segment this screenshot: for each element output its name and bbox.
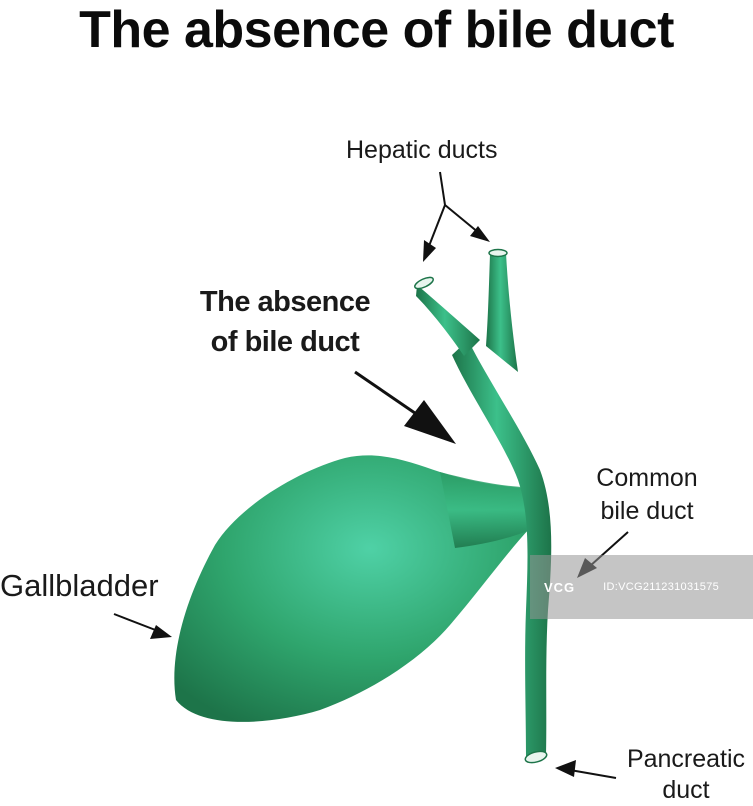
common-bile-duct-label: Common bile duct	[582, 462, 712, 528]
cystic-neck-shape	[440, 472, 530, 548]
gallbladder-shape	[174, 455, 530, 722]
hepatic-ducts-label: Hepatic ducts	[346, 136, 498, 164]
watermark-banner: VCG ID:VCG211231031575	[530, 555, 753, 619]
hepatic-ducts-pointer	[428, 171, 480, 247]
gallbladder-arrow-shaft	[113, 613, 159, 632]
common-bile-duct-shape	[452, 340, 552, 757]
watermark-id: ID:VCG211231031575	[603, 581, 720, 593]
common-label-line1: Common	[596, 464, 698, 492]
common-label-line2: bile duct	[600, 497, 694, 525]
absence-arrow-head	[404, 400, 456, 444]
pancreatic-opening	[524, 750, 548, 764]
pancreatic-arrow-shaft	[569, 769, 617, 779]
hepatic-left-arrowhead	[423, 240, 436, 262]
pancreatic-arrow-head	[555, 760, 576, 777]
gallbladder-label: Gallbladder	[0, 568, 159, 603]
pancreatic-duct-label: Pancreatic duct	[616, 744, 753, 806]
right-hepatic-opening	[488, 248, 508, 258]
left-hepatic-opening	[414, 276, 434, 290]
watermark-logo: VCG	[544, 579, 576, 595]
absence-label: The absence of bile duct	[190, 282, 380, 362]
page-title: The absence of bile duct	[79, 1, 674, 59]
right-hepatic-duct-shape	[486, 253, 518, 372]
pancreatic-label-line2: duct	[662, 776, 710, 804]
gallbladder-arrow-head	[150, 625, 172, 639]
absence-label-line2: of bile duct	[210, 326, 360, 358]
absence-label-line1: The absence	[199, 286, 371, 318]
left-hepatic-duct-shape	[416, 285, 480, 356]
pancreatic-label-line1: Pancreatic	[626, 745, 746, 773]
hepatic-right-arrowhead	[470, 226, 490, 242]
